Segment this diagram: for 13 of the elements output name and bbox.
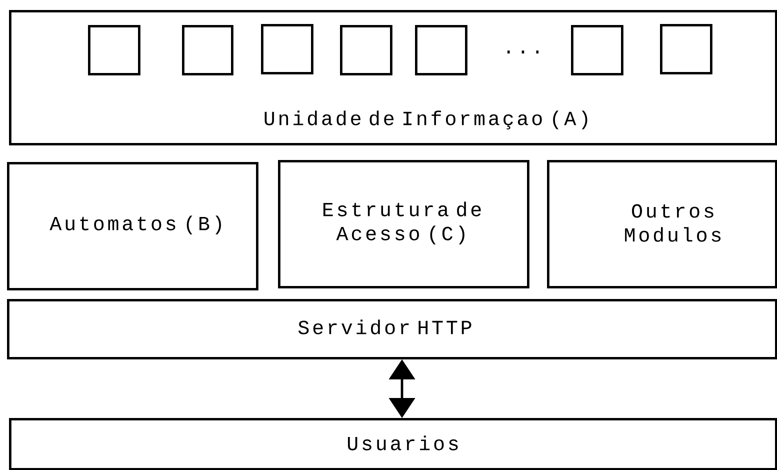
slot-box (261, 24, 314, 74)
layer-box: Outros Modulos (547, 160, 777, 288)
slot-box (182, 25, 234, 76)
ellipsis: ... (507, 50, 539, 54)
layer-box: Estrutura de Acesso (C) (278, 160, 530, 288)
slot-box (571, 25, 624, 76)
slot-box (88, 25, 140, 76)
layer-box: Automatos (B) (7, 162, 258, 290)
layer-box: Servidor HTTP (7, 299, 777, 360)
slot-box (340, 25, 392, 76)
slot-box (415, 25, 468, 76)
layer-box: Usuarios (9, 418, 777, 470)
slot-box (660, 24, 712, 74)
